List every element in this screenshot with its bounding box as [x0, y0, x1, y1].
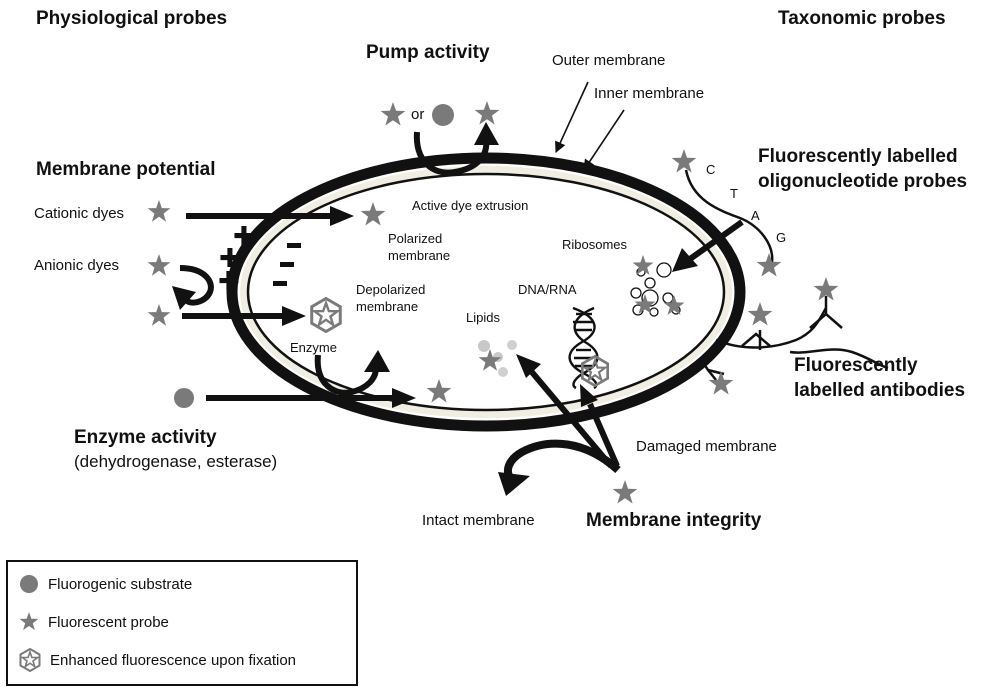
oligo-probe-star [671, 149, 697, 173]
legend: Fluorogenic substrate Fluorescent probe … [6, 560, 358, 686]
inner-membrane-leader [583, 109, 625, 171]
lipid-droplet [507, 340, 517, 350]
antibodies-title-line2: labelled antibodies [794, 380, 966, 401]
probe-star-icon [19, 612, 39, 631]
anionic-dyes-label: Anionic dyes [34, 257, 120, 274]
antibody-star-1 [747, 302, 773, 326]
lipids-label: Lipids [466, 310, 500, 325]
base-t-label: T [730, 186, 738, 201]
outer-membrane [226, 152, 746, 432]
oligo-probes-title-line1: Fluorescently labelled [758, 146, 958, 167]
intact-bounce-arrow [503, 439, 621, 483]
oligo-arrow [688, 219, 744, 262]
oligo-end-star [756, 253, 782, 277]
antibodies-title-line1: Fluorescently [794, 355, 918, 376]
intact-bounce-arrowhead [498, 472, 530, 496]
pump-extruded-star [474, 101, 500, 125]
integrity-to-dna-arrowhead [580, 384, 598, 407]
lipid-droplet [478, 340, 490, 352]
inner-membrane-label: Inner membrane [594, 85, 705, 102]
legend-substrate-label: Fluorogenic substrate [48, 575, 193, 593]
legend-fixation-label: Enhanced fluorescence upon fixation [50, 651, 297, 669]
enzyme-cleave-arrow [314, 354, 379, 396]
pump-probe-star [380, 102, 406, 126]
base-g-label: G [776, 230, 787, 245]
polarized-label-line2: membrane [388, 248, 451, 263]
antibody [698, 296, 889, 381]
legend-item-fixation: Enhanced fluorescence upon fixation [18, 646, 296, 674]
integrity-to-dna-arrow [587, 402, 620, 468]
ribosomes-label: Ribosomes [562, 237, 628, 252]
base-c-label: C [706, 162, 716, 177]
depolarized-label-line2: membrane [356, 299, 419, 314]
intact-membrane-label: Intact membrane [422, 512, 535, 529]
plus-sign-3: ✚ [218, 267, 240, 297]
polarized-label-line1: Polarized [388, 231, 443, 246]
base-a-label: A [751, 208, 760, 223]
depolarized-arrowhead [282, 306, 306, 326]
lipid-droplet [498, 367, 508, 377]
enzyme-activity-title: Enzyme activity [74, 427, 217, 448]
physiological-probes-header: Physiological probes [36, 8, 228, 29]
anionic-repel-arrow [179, 265, 214, 306]
integrity-probe-star [612, 480, 638, 504]
membrane-integrity-title: Membrane integrity [586, 510, 762, 531]
enzyme-cleave-arrowhead [364, 350, 390, 372]
depolarized-label-line1: Depolarized [356, 282, 426, 297]
anionic-dye-star [147, 254, 171, 276]
outer-membrane-label: Outer membrane [552, 52, 666, 69]
or-label: or [411, 106, 425, 123]
pump-arrow [413, 131, 490, 176]
integrity-to-lipids-arrow [528, 369, 614, 468]
minus-sign-2 [280, 262, 294, 267]
enzyme-label: Enzyme [290, 340, 337, 355]
depolarized-dye-star [147, 304, 171, 326]
plus-sign-2: ✚ [219, 244, 241, 274]
minus-sign-3 [273, 281, 287, 286]
oligo-probes-title-line2: oligonucleotide probes [758, 171, 968, 192]
pump-substrate-dot [432, 104, 454, 126]
integrity-to-lipids-arrowhead [516, 354, 541, 378]
cationic-arrowhead [330, 206, 354, 226]
pump-activity-title: Pump activity [366, 42, 490, 63]
inner-membrane [246, 172, 726, 412]
membrane-potential-title: Membrane potential [36, 159, 216, 180]
enzyme-substrate-dot [174, 388, 194, 408]
anionic-repel-arrowhead [172, 286, 196, 310]
oligo-arrowhead [672, 248, 698, 272]
pump-arrowhead [474, 122, 499, 145]
dna-rna-label: DNA/RNA [518, 282, 577, 297]
fixation-symbol-icon [19, 648, 41, 672]
cationic-dye-star [147, 200, 171, 222]
substrate-dot-icon [20, 575, 38, 593]
legend-item-probe: Fluorescent probe [18, 608, 169, 636]
oligo-strand [684, 169, 774, 263]
damaged-membrane-label: Damaged membrane [636, 438, 777, 455]
taxonomic-probes-header: Taxonomic probes [778, 8, 946, 29]
enzyme-activity-subtitle: (dehydrogenase, esterase) [74, 452, 278, 471]
outer-membrane-leader [555, 81, 589, 154]
enzyme-arrowhead [392, 388, 416, 408]
legend-item-substrate: Fluorogenic substrate [18, 570, 192, 598]
cationic-dyes-label: Cationic dyes [34, 205, 125, 222]
plus-sign-1: ✚ [233, 222, 255, 252]
legend-probe-label: Fluorescent probe [48, 613, 169, 631]
minus-sign-1 [287, 243, 301, 248]
active-dye-extrusion-label: Active dye extrusion [412, 198, 529, 213]
